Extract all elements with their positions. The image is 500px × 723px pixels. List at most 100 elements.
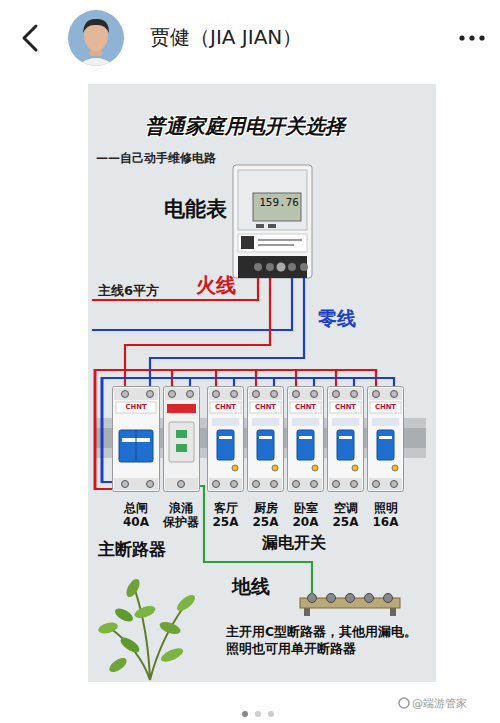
energy-meter (258, 239, 302, 241)
app-header (24, 8, 485, 70)
wire-connector (102, 378, 354, 482)
energy-meter (258, 244, 294, 246)
more-dot (479, 35, 484, 40)
energy-meter (254, 263, 262, 271)
rcbo-breaker: CHNT卧室 20A (287, 386, 324, 492)
back-chevron (24, 26, 36, 50)
node-label: 地线 (232, 574, 270, 600)
energy-meter (238, 234, 307, 252)
breaker-bodies (164, 387, 200, 492)
wire-connector (102, 378, 234, 482)
plant (124, 577, 143, 599)
energy-meter (288, 263, 296, 271)
avatar (66, 8, 126, 70)
wire-connector (95, 370, 216, 489)
node-label: 159.76 (253, 196, 299, 209)
pagination-dots (255, 711, 261, 717)
more-dot (469, 35, 474, 40)
subtitle: ——自己动手维修电路 (96, 150, 216, 167)
rcbo-breaker: CHNT照明 16A (367, 386, 404, 492)
diagram-title: 普通家庭用电开关选择 (100, 113, 390, 140)
energy-meter (266, 263, 274, 271)
brand-mark: CHNT (247, 403, 284, 411)
brand-mark: CHNT (112, 403, 160, 411)
energy-meter (238, 256, 307, 278)
plant (133, 604, 157, 621)
wire-connector (95, 370, 256, 489)
advice-note: 主开用C型断路器，其他用漏电。照明也可用单开断路器 (226, 624, 426, 658)
main-breaker: CHNT总闸 40A (112, 386, 160, 492)
energy-meter (253, 193, 301, 221)
main-breaker-label: 主断路器 (98, 538, 166, 561)
ground-bar (308, 594, 317, 603)
rcbo-breaker: CHNT客厅 25A (207, 386, 244, 492)
rcbo-breaker: CHNT空调 25A (327, 386, 364, 492)
breaker-bodies (368, 387, 404, 492)
node-label: 电能表 (164, 195, 227, 223)
pagination-dots (242, 711, 248, 717)
energy-meter (300, 263, 308, 271)
node-label: 总闸 40A (120, 501, 151, 530)
watermark: @端游管家 (412, 696, 467, 711)
plant (159, 645, 185, 664)
breaker-bodies (248, 387, 284, 492)
energy-meter (233, 165, 312, 278)
energy-meter: 电能表159.76 (233, 165, 312, 278)
energy-meter (277, 263, 286, 272)
energy-meter (238, 170, 307, 230)
pagination-dots (242, 711, 274, 717)
surge-protector: 浪涌 保护器 (163, 386, 200, 492)
more-dot (459, 35, 464, 40)
node-label: 空调 25A (330, 501, 361, 530)
pagination-dots (268, 711, 274, 717)
neutral-wire-label: 零线 (318, 306, 356, 332)
wire-connector (102, 378, 314, 482)
breaker-bodies (208, 387, 244, 492)
ground-bar: 地线 (298, 594, 402, 610)
ground-bar (365, 594, 374, 603)
ground-bar (384, 594, 393, 603)
wire-connector (102, 378, 190, 482)
live-wire-label: 火线 (196, 272, 236, 299)
wire-connector (102, 378, 274, 482)
brand-mark: CHNT (207, 403, 244, 411)
breaker-bodies (328, 387, 364, 492)
wire-connector (95, 370, 296, 489)
ground-bar (300, 594, 400, 617)
ground-bar (346, 594, 355, 603)
node-label: 照明 16A (370, 501, 401, 530)
wire-connector (102, 378, 394, 482)
wire-connector (95, 370, 376, 489)
rcbo-group-label: 漏电开关 (262, 533, 326, 554)
rcbo-breaker: CHNT厨房 25A (247, 386, 284, 492)
node-label: 厨房 25A (250, 501, 281, 530)
plant (158, 620, 182, 637)
brand-mark: CHNT (367, 403, 404, 411)
breaker-bodies (288, 387, 324, 492)
plant (97, 621, 119, 636)
energy-meter (233, 165, 312, 278)
brand-mark: CHNT (287, 403, 324, 411)
plant (113, 606, 135, 625)
plant (174, 592, 197, 614)
breaker-bodies (113, 387, 404, 492)
neutral-feed-wire (92, 278, 292, 330)
breaker-bodies (113, 387, 160, 492)
energy-meter (241, 236, 254, 249)
energy-meter (256, 224, 264, 228)
energy-meter (268, 224, 276, 228)
brand-mark: CHNT (327, 403, 364, 411)
wire-connector (95, 370, 172, 489)
watermark-logo (399, 698, 409, 708)
wire-size-note: 主线6平方 (98, 282, 159, 300)
ground-bar (327, 594, 336, 603)
wire-connector (95, 370, 336, 489)
node-label: 浪涌 保护器 (162, 501, 200, 530)
plant (107, 655, 129, 675)
node-label: 卧室 20A (290, 501, 321, 530)
plant (118, 635, 142, 656)
plant (97, 577, 198, 680)
diagram-ground (88, 84, 436, 682)
